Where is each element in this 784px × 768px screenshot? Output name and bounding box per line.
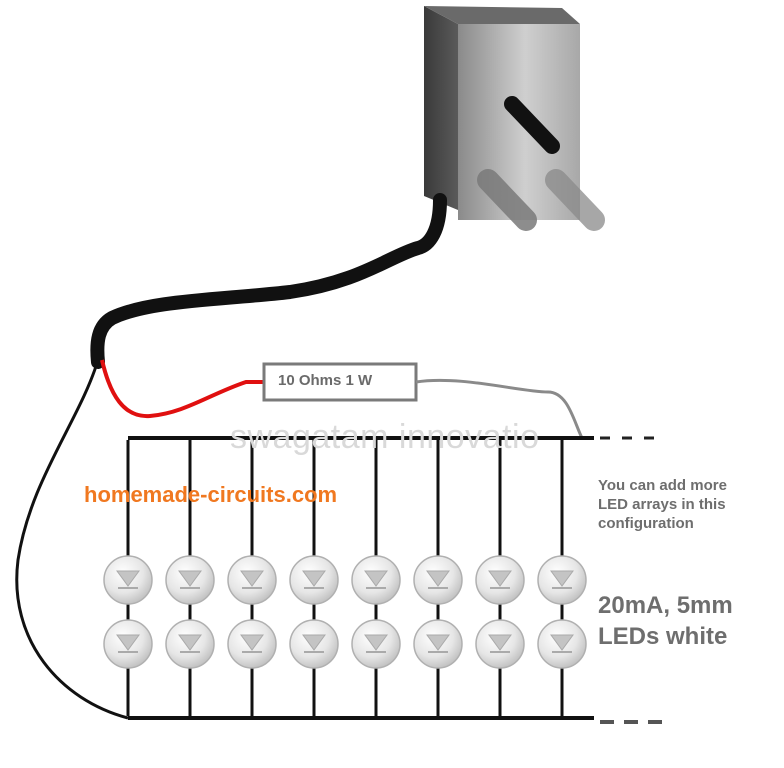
led [413, 555, 463, 605]
note-line-1: You can add more [598, 477, 727, 494]
adapter-cable [90, 193, 447, 369]
site-label: homemade-circuits.com [84, 482, 338, 507]
led [227, 619, 277, 669]
led-spec-line-2: LEDs white [598, 623, 728, 650]
negative-wire [15, 359, 129, 720]
led [475, 555, 525, 605]
note-line-2: LED arrays in this [598, 496, 726, 513]
led [413, 619, 463, 669]
led [351, 555, 401, 605]
positive-wire [100, 359, 264, 419]
led [537, 619, 587, 669]
resistor-label: 10 Ohms 1 W [278, 372, 373, 389]
led [537, 555, 587, 605]
led [289, 555, 339, 605]
led [227, 555, 277, 605]
led-spec-line-1: 20mA, 5mm [598, 592, 733, 619]
adapter-pin-left [477, 169, 537, 231]
note-line-3: configuration [598, 515, 694, 532]
led [289, 619, 339, 669]
watermark-text: swagatam innovatio [230, 418, 540, 456]
adapter-pin-top [504, 96, 560, 154]
led [475, 619, 525, 669]
resistor-output-wire [415, 378, 584, 439]
wall-adapter [424, 6, 605, 231]
led [165, 555, 215, 605]
led [351, 619, 401, 669]
led [103, 619, 153, 669]
led-array [103, 440, 587, 716]
adapter-pin-right [545, 169, 605, 231]
led [103, 555, 153, 605]
led [165, 619, 215, 669]
